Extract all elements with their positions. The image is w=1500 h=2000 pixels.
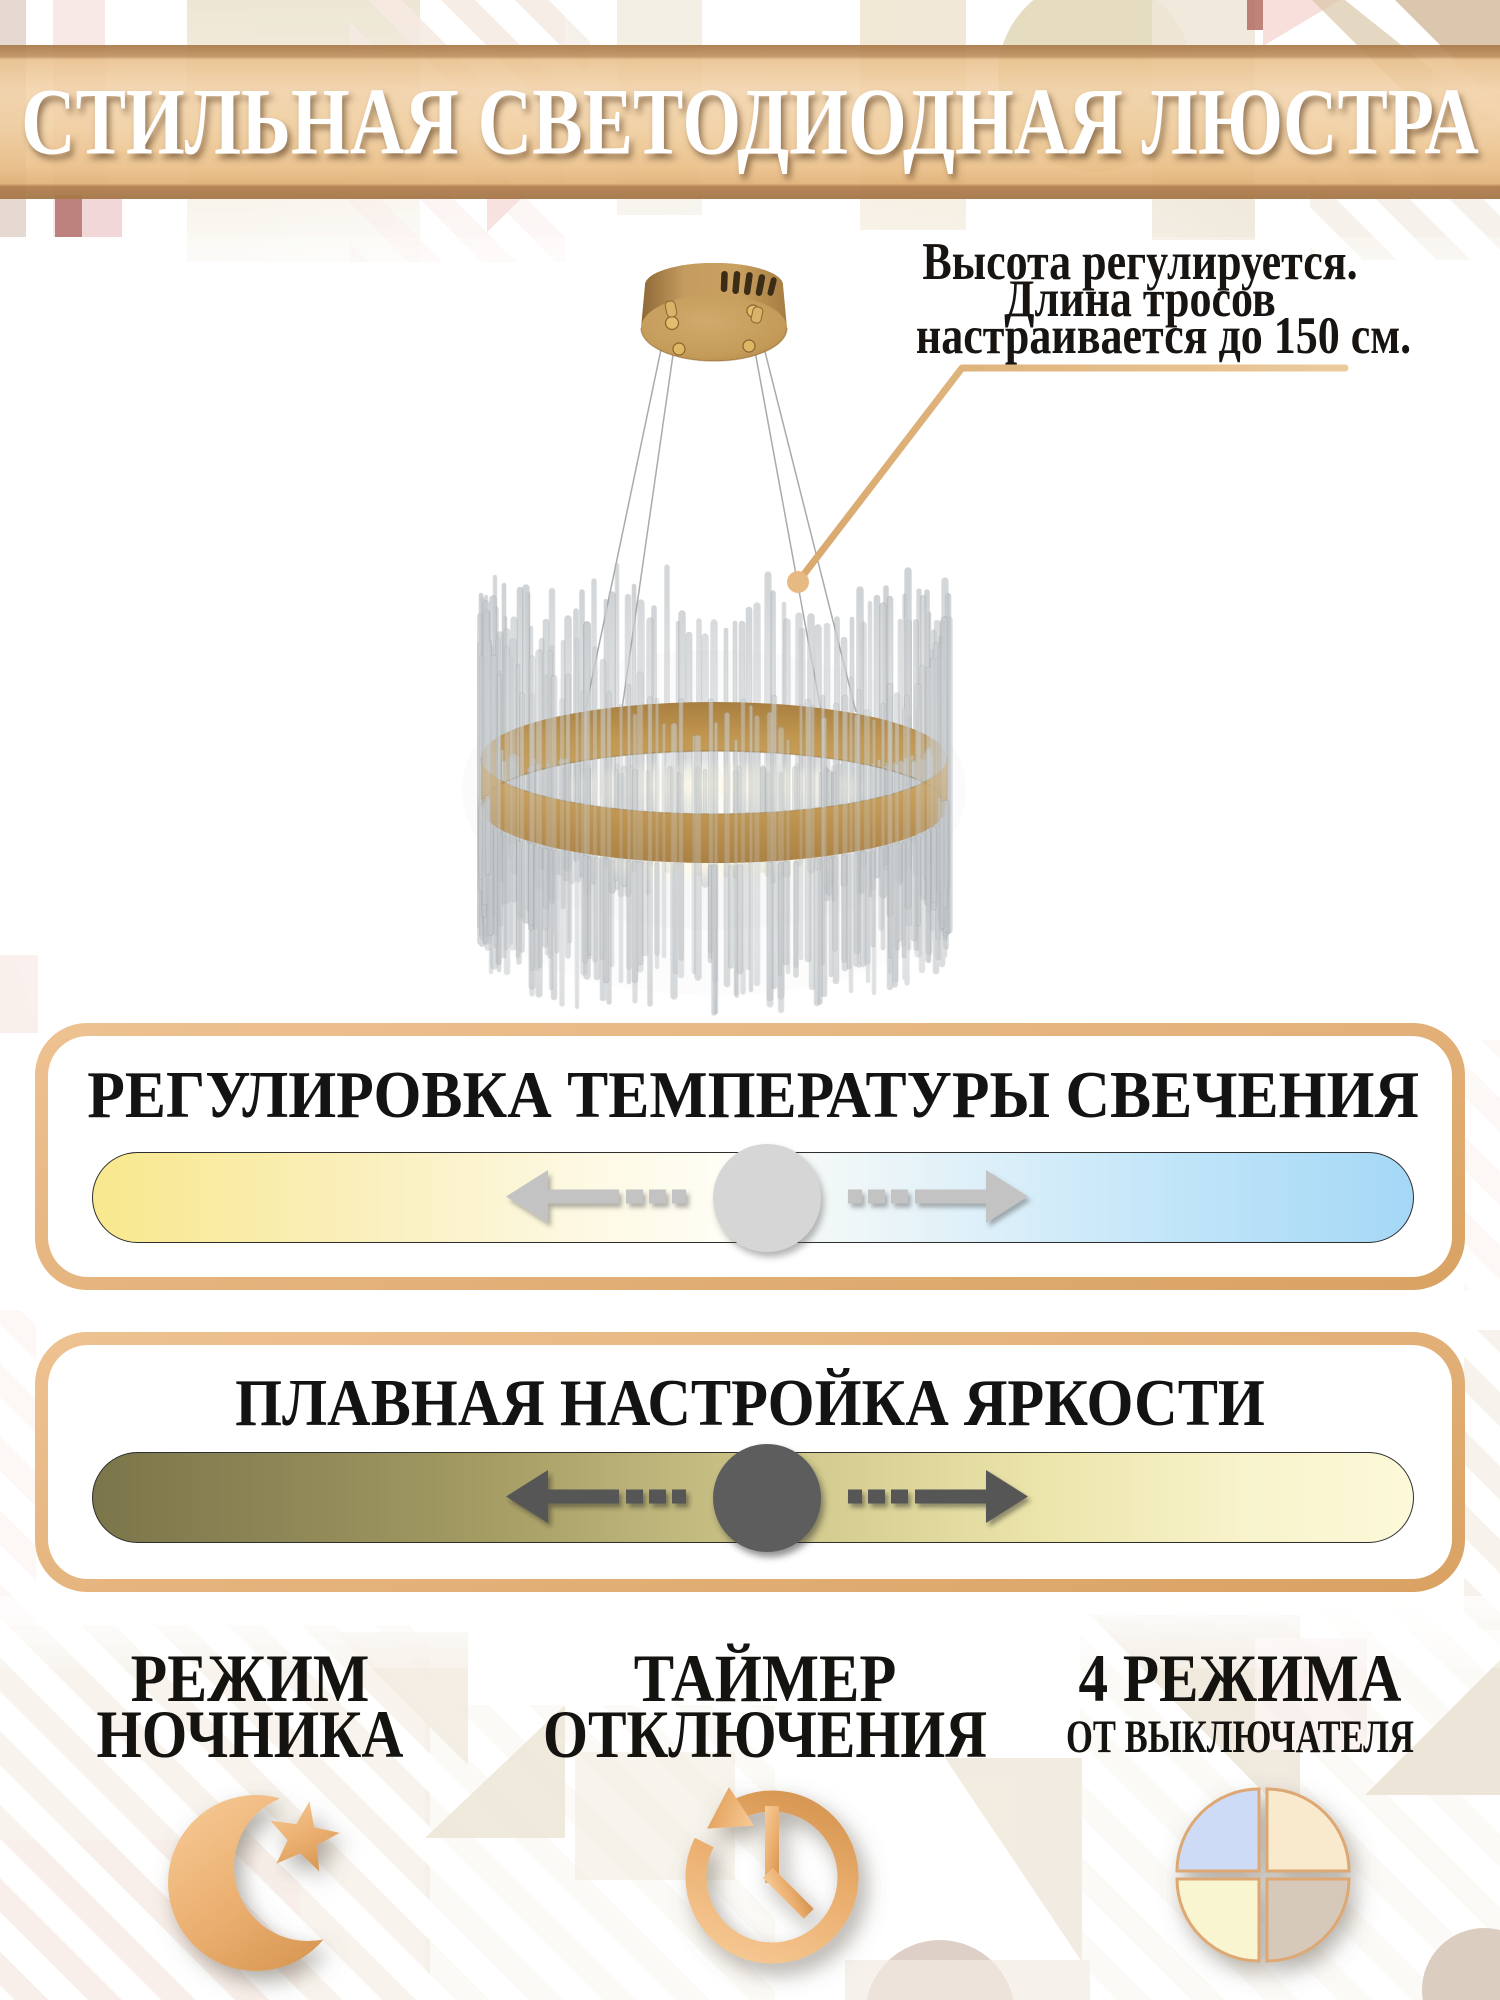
- mode-soft-yellow: [1175, 1877, 1261, 1963]
- feature-title-line1: РЕЖИМ: [130, 1640, 370, 1716]
- feature-title-line1: 4 РЕЖИМА: [1078, 1640, 1402, 1716]
- color-temperature-knob: [713, 1144, 821, 1253]
- mode-cool-white: [1175, 1787, 1261, 1873]
- four-modes-icon: [1175, 1787, 1351, 1963]
- feature-title-line2: НОЧНИКА: [96, 1696, 404, 1772]
- brightness-slider: [92, 1444, 1414, 1553]
- feature-four-modes: 4 РЕЖИМА ОТ ВЫКЛЮЧАТЕЛЯ: [990, 1644, 1490, 1761]
- brightness-title: ПЛАВНАЯ НАСТРОЙКА ЯРКОСТИ: [235, 1367, 1265, 1440]
- timer-icon: [685, 1787, 859, 1964]
- brass-ring-back-wall: [481, 702, 947, 807]
- title-banner: СТИЛЬНАЯ СВЕТОДИОДНАЯ ЛЮСТРА: [0, 45, 1500, 199]
- height-annotation: Высота регулируется. Длина тросов настра…: [870, 233, 1412, 365]
- color-temperature-title: РЕГУЛИРОВКА ТЕМПЕРАТУРЫ СВЕЧЕНИЯ: [87, 1059, 1420, 1132]
- feature-title-line2: ОТ ВЫКЛЮЧАТЕЛЯ: [1066, 1711, 1414, 1763]
- mode-neutral: [1265, 1877, 1351, 1963]
- annotation-line-1: Высота регулируется.: [922, 233, 1358, 291]
- callout-line: [787, 364, 1349, 593]
- feature-title-line2: ОТКЛЮЧЕНИЯ: [542, 1696, 987, 1772]
- page-title: СТИЛЬНАЯ СВЕТОДИОДНАЯ ЛЮСТРА: [21, 68, 1479, 175]
- color-temperature-slider: [92, 1144, 1414, 1253]
- annotation-line-2: Длина тросов: [1004, 270, 1276, 328]
- brightness-knob: [713, 1444, 821, 1553]
- mode-warm-white: [1265, 1787, 1351, 1873]
- feature-night-mode: РЕЖИМ НОЧНИКА: [60, 1644, 440, 1768]
- ceiling-canopy: [640, 263, 788, 362]
- feature-timer: ТАЙМЕР ОТКЛЮЧЕНИЯ: [485, 1644, 1045, 1768]
- bright-arrows: [506, 1470, 1028, 1524]
- canopy-screws: [664, 300, 764, 356]
- canopy-vents: [720, 271, 777, 296]
- brass-ring-front-tint: [481, 758, 947, 863]
- color-temperature-panel: РЕГУЛИРОВКА ТЕМПЕРАТУРЫ СВЕЧЕНИЯ: [35, 1023, 1465, 1290]
- feature-title-line1: ТАЙМЕР: [633, 1640, 897, 1716]
- brightness-panel: ПЛАВНАЯ НАСТРОЙКА ЯРКОСТИ: [35, 1332, 1465, 1592]
- glass-fringe: [478, 794, 950, 1016]
- callout-dot: [787, 571, 809, 593]
- temp-arrows: [506, 1170, 1028, 1224]
- moon-star-icon: [168, 1795, 344, 1971]
- annotation-line-3: настраивается до 150 см.: [915, 307, 1412, 365]
